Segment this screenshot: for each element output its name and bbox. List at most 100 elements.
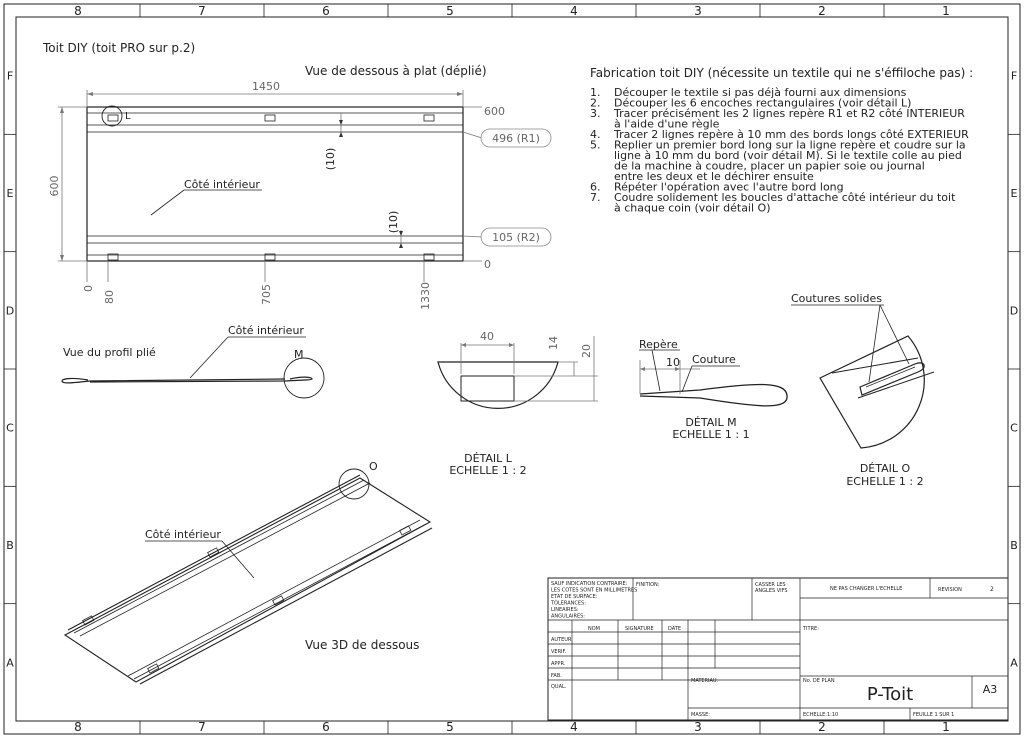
- signature-row-label: FAB.: [551, 673, 562, 679]
- flat-view: L 1450 600 600 496 (R1) 105 (R2) 0 (10) …: [48, 80, 552, 310]
- flat-panel-outline: [86, 106, 464, 262]
- r2-balloon: [480, 227, 552, 247]
- detail-m-fold: [639, 383, 788, 407]
- signature-row-label: VERIF.: [551, 649, 567, 655]
- notch: [107, 253, 119, 261]
- dim-offset-bottom: (10): [387, 211, 400, 234]
- border-col-label: 6: [322, 4, 330, 18]
- detail-o: Coutures solides DÉTAIL O ECHELLE 1 : 2: [791, 292, 935, 488]
- border-col-label: 2: [818, 720, 826, 734]
- detail-l-dim-20: 20: [580, 344, 593, 358]
- instruction-line: Découper le textile si pas déjà fourni a…: [614, 86, 907, 99]
- border-col-label: 5: [446, 4, 454, 18]
- view-3d-heading: Vue 3D de dessous: [305, 638, 419, 652]
- tb-feuille: FEUILLE 1 SUR 1: [913, 712, 954, 718]
- tb-col-nom: NOM: [588, 626, 600, 632]
- detail-l-circle-segment: [437, 361, 559, 409]
- tb-masse: MASSE:: [691, 712, 710, 718]
- detail-o-circle-segment: [819, 335, 925, 449]
- view-3d-interior-label: Côté intérieur: [145, 528, 221, 541]
- detail-l-caption: DÉTAIL L: [464, 452, 513, 465]
- dim-width: 1450: [252, 80, 280, 93]
- instruction-line: entre les deux et le déchirer ensuite: [614, 170, 814, 183]
- instruction-line: Replier un premier bord long sur la lign…: [614, 139, 966, 152]
- tb-plan-title: P-Toit: [867, 684, 913, 705]
- instructions: Fabrication toit DIY (nécessite un texti…: [590, 66, 973, 215]
- instruction-number: 1.: [590, 86, 601, 99]
- border-row-label: F: [1011, 70, 1017, 83]
- flat-view-heading: Vue de dessous à plat (déplié): [305, 64, 487, 78]
- instruction-line: Coudre solidement les boucles d'attache …: [614, 191, 956, 204]
- notch: [82, 615, 95, 626]
- notch: [264, 253, 276, 261]
- notch: [207, 547, 220, 558]
- instruction-number: 3.: [590, 107, 601, 120]
- signature-row-label: AUTEUR: [551, 637, 572, 643]
- border-col-label: 8: [74, 720, 82, 734]
- general-note-line: ETAT DE SURFACE:: [551, 594, 598, 600]
- detail-l: 40 14 20 DÉTAIL L ECHELLE 1 : 2: [437, 330, 598, 477]
- instruction-number: 2.: [590, 97, 601, 110]
- border-col-label: 5: [446, 720, 454, 734]
- border-row-label: E: [1011, 187, 1018, 200]
- border-row-label: A: [6, 656, 14, 669]
- instruction-line: Tracer précisément les 2 lignes repère R…: [613, 107, 965, 120]
- detail-o-loop: [859, 362, 925, 396]
- detail-m-repere: Repère: [639, 338, 678, 351]
- detail-o-marker-label: O: [369, 460, 378, 473]
- view-3d-panel: [63, 477, 432, 683]
- border-col-label: 7: [198, 720, 206, 734]
- border-row-label: F: [7, 70, 13, 83]
- instruction-line: ligne à 10 mm du bord (voir détail M). S…: [614, 149, 962, 162]
- dim-height: 600: [48, 176, 61, 197]
- r1-balloon: [480, 128, 552, 148]
- detail-l-marker-label: L: [125, 111, 131, 122]
- general-note-line: SAUF INDICATION CONTRAIRE:: [551, 581, 628, 587]
- border-col-label: 4: [570, 4, 578, 18]
- detail-l-marker-circle: [101, 105, 123, 127]
- notch: [272, 595, 285, 606]
- general-note-line: LINEAIRES:: [551, 607, 579, 613]
- tb-ne-pas-changer: NE PAS CHANGER L'ECHELLE: [830, 586, 902, 592]
- notch: [264, 114, 276, 122]
- profile-interior-label: Côté intérieur: [228, 324, 304, 337]
- notch: [147, 663, 160, 674]
- dim-right-top: 600: [484, 105, 505, 118]
- tb-revision-label: REVISION: [938, 587, 962, 593]
- detail-o-coutures: Coutures solides: [791, 292, 882, 305]
- dim-r2: 105 (R2): [492, 231, 540, 244]
- instruction-line: à chaque coin (voir détail O): [614, 202, 771, 215]
- border-row-label: C: [6, 422, 14, 435]
- instruction-number: 4.: [590, 128, 601, 141]
- dim-r1: 496 (R1): [492, 132, 540, 145]
- instruction-line: à l'aide d'une règle: [614, 118, 720, 131]
- detail-m-caption: DÉTAIL M: [685, 416, 736, 429]
- border-col-label: 3: [694, 4, 702, 18]
- border-col-label: 8: [74, 4, 82, 18]
- border-col-label: 7: [198, 4, 206, 18]
- general-note: SAUF INDICATION CONTRAIRE:LES COTES SONT…: [550, 581, 637, 620]
- detail-m-scale: ECHELLE 1 : 1: [672, 428, 749, 441]
- instruction-number: 7.: [590, 191, 601, 204]
- instruction-number: 5.: [590, 139, 601, 152]
- border-row-label: C: [1010, 422, 1018, 435]
- profile-right-loop: [89, 376, 313, 383]
- dim-offset-top: (10): [324, 148, 337, 171]
- tb-casser-2: ANGLES VIFS: [755, 588, 788, 594]
- border-col-label: 3: [694, 720, 702, 734]
- instructions-heading: Fabrication toit DIY (nécessite un texti…: [590, 66, 973, 80]
- border-row-label: E: [7, 187, 14, 200]
- profile-view: Vue du profil plié Côté intérieur M: [61, 324, 325, 399]
- detail-m-dim-10: 10: [666, 356, 680, 369]
- tb-col-date: DATE: [668, 626, 681, 632]
- general-note-line: ANGULAIRES:: [551, 614, 585, 620]
- detail-o-scale: ECHELLE 1 : 2: [846, 475, 923, 488]
- instruction-number: 6.: [590, 181, 601, 194]
- dim-x0: 0: [82, 285, 95, 292]
- border-col-label: 2: [818, 4, 826, 18]
- detail-o-marker-circle: [338, 468, 370, 500]
- detail-m-couture: Couture: [692, 353, 736, 366]
- border-row-label: D: [1010, 304, 1018, 317]
